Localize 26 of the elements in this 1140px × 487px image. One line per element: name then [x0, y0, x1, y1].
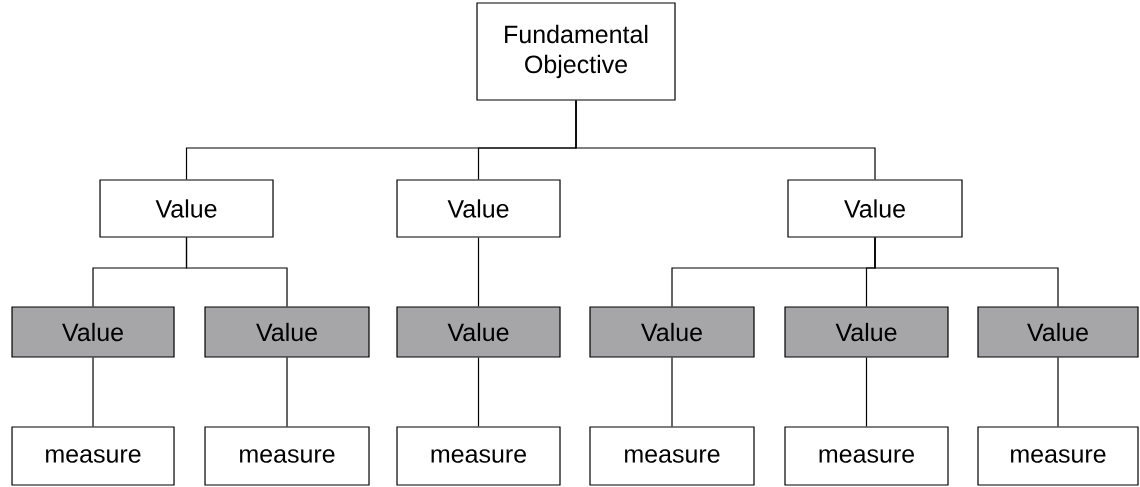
connector-line: [865, 357, 868, 427]
measure-box: measure: [784, 426, 949, 486]
value-box: Value: [977, 306, 1139, 358]
value-box: Value: [99, 179, 274, 238]
connector-line: [1057, 357, 1059, 427]
connector-line: [477, 237, 480, 307]
connector-line: [92, 357, 94, 427]
measure-box: measure: [11, 426, 175, 486]
value-box: Value: [787, 179, 963, 238]
connector-line: [185, 237, 288, 307]
value-box: Value: [396, 179, 561, 238]
connector-line: [286, 357, 288, 427]
connector-line: [477, 357, 480, 427]
connector-line: [874, 237, 1059, 307]
value-box: Value: [589, 306, 755, 358]
measure-box: measure: [204, 426, 370, 486]
measure-box: measure: [589, 426, 755, 486]
objective-box: Fundamental Objective: [476, 2, 676, 101]
connector-line: [575, 100, 876, 180]
value-box: Value: [784, 306, 949, 358]
value-box: Value: [204, 306, 370, 358]
value-box: Value: [396, 306, 561, 358]
value-box: Value: [11, 306, 175, 358]
measure-box: measure: [977, 426, 1139, 486]
connector-line: [671, 357, 673, 427]
measure-box: measure: [396, 426, 561, 486]
